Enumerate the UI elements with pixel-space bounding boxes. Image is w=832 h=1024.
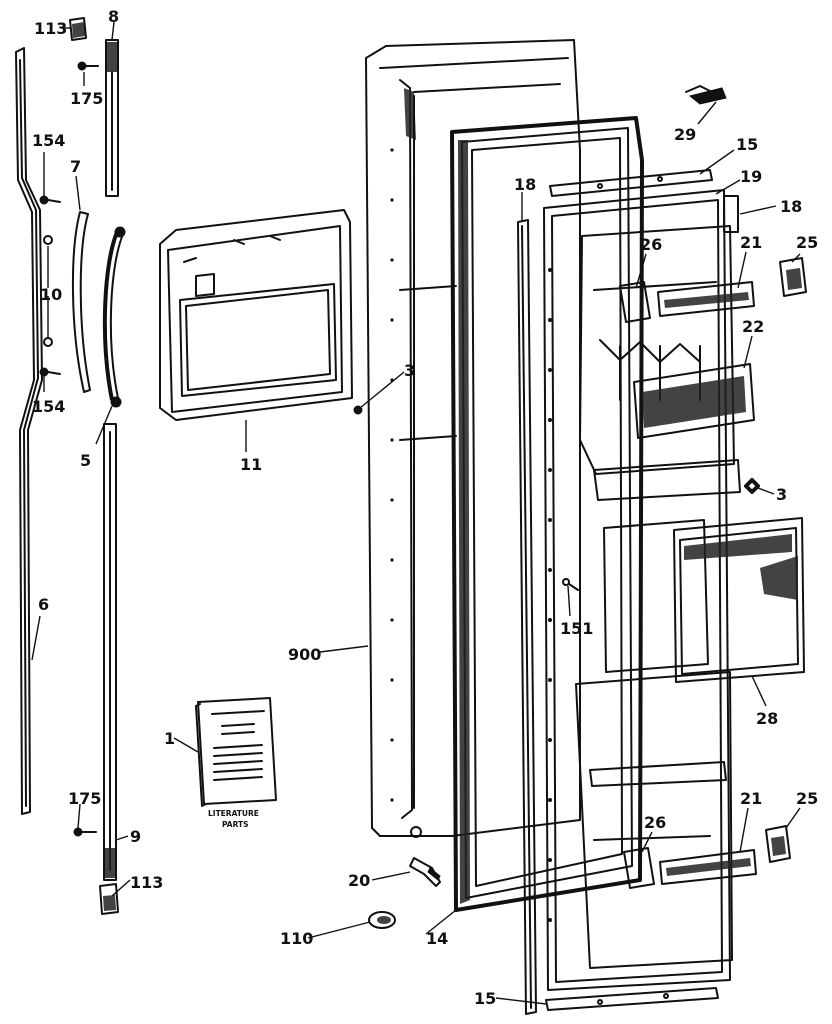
callout-3-right: 3: [776, 485, 787, 504]
callout-19: 19: [740, 167, 762, 186]
part-15-bottom-trim: [545, 987, 719, 1011]
callout-labels: 113 8 175 154 7 10 154 5 6 175 9 113 11 …: [32, 7, 818, 1008]
part-25-shelf-end-cap-lower: [765, 825, 791, 863]
part-20-hinge-pin: [409, 857, 441, 887]
part-29-door-stop: [685, 85, 727, 105]
leader-lines: [31, 21, 801, 1005]
part-18-breaker-strip-left: [517, 219, 537, 1015]
part-3-cap-right: [744, 478, 760, 494]
callout-8: 8: [108, 7, 119, 26]
callout-22: 22: [742, 317, 764, 336]
part-5-door-handle: [102, 226, 126, 408]
callout-154-bottom: 154: [32, 397, 65, 416]
callout-25-lower: 25: [796, 789, 818, 808]
callout-18-right: 18: [780, 197, 802, 216]
callout-5: 5: [80, 451, 91, 470]
callout-6: 6: [38, 595, 49, 614]
callout-7: 7: [70, 157, 81, 176]
part-8-upper-handle-rail: [105, 39, 119, 197]
part-110-bushing: [368, 911, 396, 929]
literature-label-line2: PARTS: [222, 820, 249, 829]
callout-20: 20: [348, 871, 370, 890]
screw-175-top: [77, 61, 99, 71]
callout-154-top: 154: [32, 131, 65, 150]
screw-151: [562, 578, 579, 591]
part-15-top-trim: [549, 169, 713, 197]
part-6-trim-strip: [15, 47, 43, 815]
screw-10-b: [43, 337, 53, 347]
part-113-top-end-cap: [69, 17, 87, 41]
callout-113-top: 113: [34, 19, 67, 38]
callout-900: 900: [288, 645, 321, 664]
part-22-shelf-front-upper: [633, 363, 755, 439]
callout-15-bottom: 15: [474, 989, 496, 1008]
inner-door-liner: [543, 189, 741, 991]
callout-110: 110: [280, 929, 313, 948]
part-28-dispenser-cover: [673, 517, 805, 683]
part-7-handle-insert: [71, 211, 91, 393]
callout-26-upper: 26: [640, 235, 662, 254]
callout-28: 28: [756, 709, 778, 728]
callout-21-lower: 21: [740, 789, 762, 808]
part-9-lower-handle-rail: [103, 423, 117, 881]
callout-21-upper: 21: [740, 233, 762, 252]
callout-15-top: 15: [736, 135, 758, 154]
callout-18-left: 18: [514, 175, 536, 194]
part-1-literature-booklet: LITERATURE PARTS: [195, 697, 277, 829]
callout-9: 9: [130, 827, 141, 846]
part-900-outer-door-panel: [365, 39, 581, 838]
screw-154-bottom: [39, 367, 61, 377]
part-11-dispenser-recess-panel: [159, 209, 353, 421]
part-21-shelf-rail-upper: [657, 281, 755, 317]
callout-175-top: 175: [70, 89, 103, 108]
part-26-shelf-bracket-upper: [619, 281, 651, 323]
part-21-shelf-rail-lower: [659, 849, 757, 885]
callout-113-bottom: 113: [130, 873, 163, 892]
callout-151: 151: [560, 619, 593, 638]
screw-175-bottom: [73, 827, 97, 837]
callout-3-left: 3: [404, 361, 415, 380]
callout-25-upper: 25: [796, 233, 818, 252]
part-113-bottom-end-cap: [99, 883, 119, 915]
literature-label-line1: LITERATURE: [208, 809, 259, 818]
callout-14: 14: [426, 929, 448, 948]
part-14-door-gasket: [450, 116, 644, 912]
screw-154-top: [39, 195, 61, 205]
callout-26-lower: 26: [644, 813, 666, 832]
part-26-shelf-bracket-lower: [623, 847, 655, 889]
callout-29: 29: [674, 125, 696, 144]
callout-10: 10: [40, 285, 62, 304]
callout-1: 1: [164, 729, 175, 748]
screw-10-a: [43, 235, 53, 245]
callout-11: 11: [240, 455, 262, 474]
part-25-shelf-end-cap-upper: [779, 257, 807, 297]
callout-175-bottom: 175: [68, 789, 101, 808]
